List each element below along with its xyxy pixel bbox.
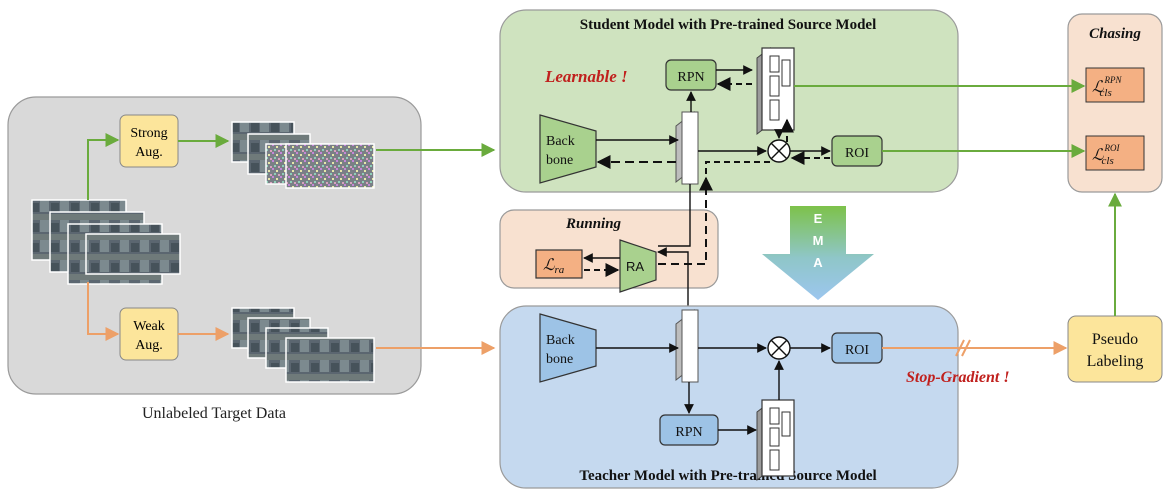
teacher-backbone — [539, 313, 597, 383]
student-title: Student Model with Pre-trained Source Mo… — [580, 17, 877, 33]
target-images-stack — [31, 199, 181, 285]
teacher-roi-label: ROI — [845, 343, 869, 358]
chasing-loss-rpn-sub: cls — [1100, 87, 1112, 99]
strong-aug-images — [231, 121, 375, 189]
teacher-rpn-label: RPN — [675, 425, 702, 440]
student-multiply — [767, 139, 791, 163]
pseudo-label-1: Pseudo — [1092, 331, 1138, 348]
running-title: Running — [565, 216, 622, 232]
teacher-proposals — [756, 399, 795, 482]
teacher-feature-map — [675, 308, 699, 383]
student-backbone-label-2: bone — [546, 153, 573, 168]
student-rpn-box — [665, 59, 717, 91]
teacher-multiply — [767, 336, 791, 360]
student-proposals — [756, 46, 795, 136]
student-rpn-label: RPN — [677, 70, 704, 85]
learnable-label: Learnable ! — [544, 67, 628, 86]
student-backbone — [539, 114, 597, 184]
chasing-loss-rpn-l: ℒ — [1092, 79, 1104, 96]
teacher-title: Teacher Model with Pre-trained Source Mo… — [579, 468, 876, 484]
strong-aug-label-1: Strong — [130, 126, 167, 141]
chasing-title: Chasing — [1089, 26, 1141, 42]
chasing-loss-roi-sup: ROI — [1104, 143, 1121, 153]
stop-gradient-label: Stop-Gradient ! — [906, 369, 1010, 386]
ema-letter-m: M — [813, 233, 824, 248]
teacher-backbone-label-2: bone — [546, 352, 573, 367]
weak-aug-label-1: Weak — [133, 319, 165, 334]
chasing-loss-rpn: ℒRPN cls — [1092, 75, 1123, 99]
teacher-backbone-label-1: Back — [546, 333, 575, 348]
running-loss-symbol: ℒra — [543, 257, 565, 276]
chasing-loss-rpn-sup: RPN — [1104, 75, 1123, 85]
running-arrow-teacher-feature-to-ra — [657, 247, 689, 312]
student-grad-multiply-to-feature — [705, 161, 770, 176]
ema-letter-a: A — [813, 255, 823, 270]
running-loss-l: ℒ — [543, 257, 555, 274]
strong-aug-label-2: Aug. — [135, 145, 163, 160]
running-ra-block — [619, 239, 657, 293]
pseudo-label-2: Labeling — [1087, 353, 1144, 370]
arrow-to-weak-aug — [87, 282, 120, 341]
student-roi-label: ROI — [845, 146, 869, 161]
pseudo-labeling-box — [1067, 315, 1163, 383]
chasing-loss-roi: ℒROI cls — [1092, 143, 1121, 167]
chasing-loss-roi-l: ℒ — [1092, 147, 1104, 164]
source-caption: Unlabeled Target Data — [142, 405, 286, 422]
ema-letter-e: E — [814, 211, 823, 226]
running-ra-label: RA — [626, 259, 644, 274]
running-loss-box — [535, 249, 583, 279]
ema-arrow — [762, 206, 874, 300]
weak-aug-images — [231, 307, 375, 383]
chasing-loss-roi-sub: cls — [1102, 155, 1114, 167]
chasing-loss-roi-box — [1085, 135, 1145, 171]
running-loss-sub: ra — [555, 264, 565, 276]
student-backbone-label-1: Back — [546, 134, 575, 149]
arrow-to-strong-aug — [87, 133, 120, 200]
stop-gradient-mark — [955, 339, 971, 357]
running-grad-ra-to-student-feature — [658, 176, 713, 265]
chasing-loss-rpn-box — [1085, 67, 1145, 103]
student-feature-map — [675, 110, 699, 185]
running-arrow-student-feature-to-ra — [658, 184, 691, 247]
weak-aug-label-2: Aug. — [135, 338, 163, 353]
